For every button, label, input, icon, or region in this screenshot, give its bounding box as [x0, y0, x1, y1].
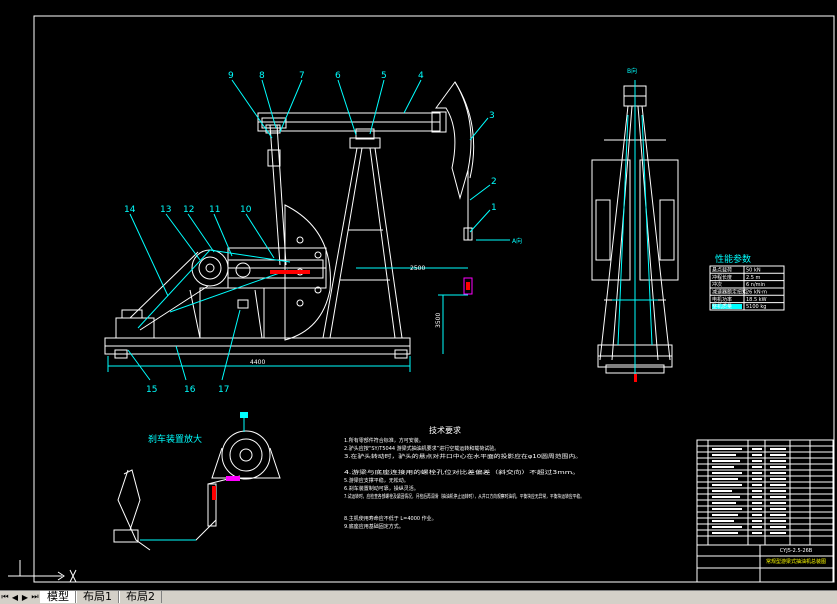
- params-highlight-cell: [712, 304, 742, 309]
- part-label-14: 14: [124, 205, 136, 215]
- tech-line-4: 5.游梁应支撑平稳，无松动。: [344, 477, 409, 484]
- dim-upper: 2500: [410, 265, 425, 272]
- part-label-10: 10: [240, 205, 252, 215]
- param-val-1: 2.5 m: [746, 275, 761, 281]
- tech-line-5: 6.刹车装置制动可靠，操纵灵活。: [344, 485, 419, 492]
- ucs-icon: [8, 560, 77, 583]
- part-label-3: 3: [489, 111, 495, 121]
- tech-line-3: 4.游梁与底座连接用的螺栓孔位对比差偏差（斜交向）不超过3mm。: [344, 469, 580, 476]
- layout-tab-bar: ⏮ ◀ ▶ ⏭ 模型 布局1 布局2: [0, 590, 837, 604]
- part-label-9: 9: [228, 71, 234, 81]
- brake-detail-title: 刹车装置放大: [148, 433, 202, 445]
- main-view-leaders: [107, 79, 510, 381]
- param-val-3: 26 kN·m: [746, 289, 767, 295]
- a-view-label: A向: [512, 237, 522, 245]
- cad-drawing: 9 8 7 6 5 4 3 2 1 14 13 12 11 10 15 16 1…: [8, 15, 835, 583]
- tech-line-2: 3.在驴头转动时，驴头的悬点对井口中心在水平面的投影应在φ10圆周范围内。: [344, 453, 582, 460]
- part-label-15: 15: [146, 385, 157, 395]
- part-label-1: 1: [491, 203, 497, 213]
- side-view-label: B向: [627, 67, 637, 75]
- part-label-16: 16: [184, 385, 196, 395]
- param-key-0: 悬点载荷: [712, 267, 732, 274]
- tab-first-icon[interactable]: ⏮: [1, 592, 9, 601]
- tech-requirements-list: 1.所有零部件符合标准，方可安装。 2.驴头应按“SY/T5044 游梁式抽油机…: [344, 437, 584, 530]
- pumpjack-main-view: [104, 81, 475, 359]
- part-label-13: 13: [160, 205, 171, 215]
- param-key-2: 冲次: [712, 281, 722, 288]
- tab-model[interactable]: 模型: [40, 591, 76, 603]
- tab-next-icon[interactable]: ▶: [21, 592, 29, 602]
- param-key-5: 整机质量: [712, 303, 732, 310]
- params-table-title: 性能参数: [715, 253, 751, 265]
- tech-line-1: 2.驴头应按“SY/T5044 游梁式抽油机要求”进行空载运转和载荷试验。: [344, 445, 499, 452]
- tech-line-7: 8.主机使用寿命应不低于 L=4000 作业。: [344, 515, 437, 522]
- param-val-0: 50 kN: [746, 268, 761, 274]
- part-label-12: 12: [183, 205, 194, 215]
- part-number-labels: 9 8 7 6 5 4 3 2 1 14 13 12 11 10 15 16 1…: [124, 71, 497, 395]
- tab-layout1[interactable]: 布局1: [76, 591, 119, 603]
- param-val-2: 6 n/min: [746, 282, 765, 288]
- param-key-3: 减速器额定扭矩: [712, 288, 747, 295]
- tab-layout2[interactable]: 布局2: [119, 591, 162, 603]
- part-label-11: 11: [209, 205, 220, 215]
- side-view-cyan: [612, 80, 658, 380]
- title-block-fill: [712, 448, 786, 534]
- title-block: [696, 439, 834, 583]
- tab-last-icon[interactable]: ⏭: [31, 592, 39, 601]
- title-block-drawing-number: CYJ5-2.5-26B: [780, 548, 813, 554]
- param-val-4: 18.5 kW: [746, 297, 767, 303]
- params-table: 性能参数 悬点载荷 50 kN 冲程长度 2.5 m 冲次 6 n/min 减速…: [709, 253, 785, 311]
- tech-line-8: 9.底座应用基础固定方式。: [344, 523, 404, 530]
- dimension-texts: 4400 2500 3500 A向: [250, 237, 522, 366]
- tech-requirements-title: 技术要求: [429, 425, 461, 435]
- drawing-border: [33, 15, 835, 583]
- param-val-5: 5100 kg: [746, 304, 766, 310]
- part-label-4: 4: [418, 71, 424, 81]
- part-label-5: 5: [381, 71, 387, 81]
- part-label-2: 2: [491, 177, 497, 187]
- brake-detail: [113, 430, 281, 551]
- title-block-drawing-name: 常规型游梁式抽油机总装图: [766, 558, 826, 565]
- part-label-8: 8: [259, 71, 265, 81]
- part-label-7: 7: [299, 71, 305, 81]
- tab-prev-icon[interactable]: ◀: [11, 592, 19, 602]
- side-view-marker: [634, 374, 637, 382]
- param-key-1: 冲程长度: [712, 274, 732, 281]
- tech-line-6: 7.试运转时，应检查各部螺栓及紧固情况，月检后再润滑（抽油机停止运转时），从井口…: [344, 493, 584, 500]
- dim-horizontal: 4400: [250, 359, 265, 366]
- part-label-6: 6: [335, 71, 341, 81]
- part-label-17: 17: [218, 385, 229, 395]
- main-view-accents: [270, 270, 473, 295]
- brake-detail-accents: [212, 412, 248, 500]
- dim-side: 3500: [435, 313, 442, 328]
- param-key-4: 电机功率: [712, 296, 732, 303]
- tech-line-0: 1.所有零部件符合标准，方可安装。: [344, 437, 424, 444]
- drawing-canvas[interactable]: 9 8 7 6 5 4 3 2 1 14 13 12 11 10 15 16 1…: [0, 0, 837, 590]
